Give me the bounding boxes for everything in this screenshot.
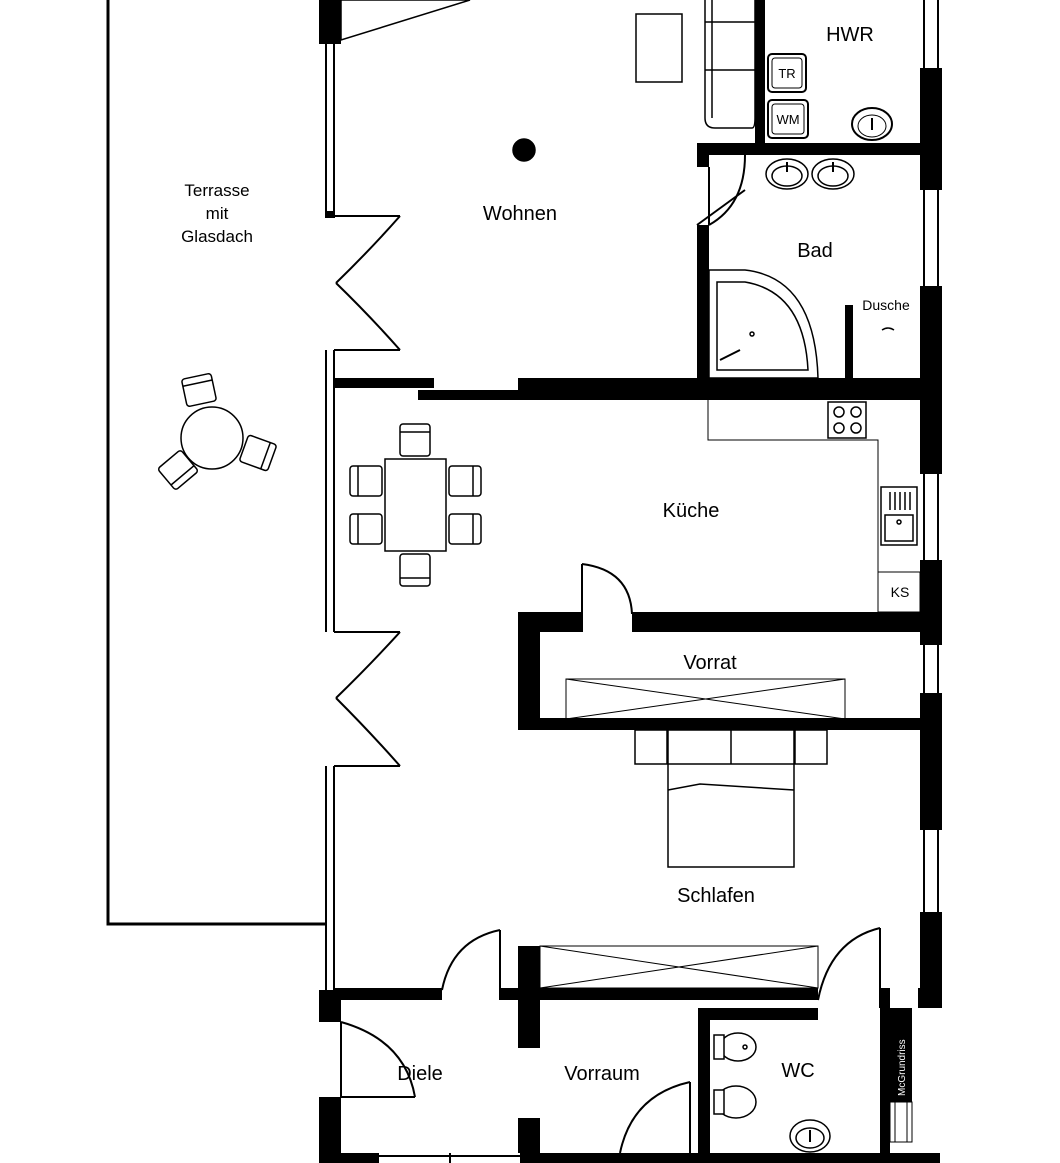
utility-fixtures: [767, 53, 893, 141]
room-label-wohnen: Wohnen: [483, 203, 557, 225]
room-label-terrasse-1: Terrasse: [184, 181, 249, 200]
wardrobe: [539, 945, 819, 989]
washer: [767, 99, 809, 139]
living-furniture: [340, 0, 756, 162]
bed: [634, 729, 828, 868]
east-windows: [920, 0, 942, 912]
room-label-terrasse-3: Glasdach: [181, 227, 253, 246]
south-windows: [379, 1153, 520, 1163]
room-label-bad: Bad: [797, 240, 833, 262]
sink-left: [765, 158, 809, 190]
pillar: [512, 138, 536, 162]
hob: [827, 401, 867, 439]
west-glazing: [325, 44, 335, 990]
room-label-vorrat: Vorrat: [683, 652, 737, 674]
room-label-dusche: Dusche: [862, 297, 910, 313]
pantry-shelf: [565, 678, 846, 720]
washer-label: WM: [776, 112, 799, 127]
room-label-terrasse-2: mit: [206, 204, 229, 223]
interior-walls: [334, 0, 942, 1163]
terrace-outline: [106, 0, 326, 926]
room-label-schlafen: Schlafen: [677, 885, 755, 907]
doors: [334, 154, 881, 1154]
room-label-diele: Diele: [397, 1063, 443, 1085]
kitchen-fixtures: [707, 400, 921, 613]
dryer-label: TR: [778, 66, 795, 81]
sink-right: [811, 158, 855, 190]
bathtub: [708, 269, 819, 379]
fridge-label: KS: [891, 584, 910, 600]
bidet: [719, 1032, 757, 1062]
room-label-hwr: HWR: [826, 24, 874, 46]
dining-table: [349, 423, 482, 587]
room-label-vorraum: Vorraum: [564, 1063, 640, 1085]
bath-fixtures: [708, 158, 895, 379]
dryer: [767, 53, 807, 93]
wc-fixtures: [713, 1032, 831, 1153]
room-label-wc: WC: [781, 1060, 814, 1082]
room-label-kueche: Küche: [663, 500, 720, 522]
fridge: [877, 571, 921, 613]
terrace-table: [157, 372, 277, 490]
watermark-text: McGrundriss: [897, 1039, 908, 1096]
watermark-strip: [890, 1008, 912, 1102]
